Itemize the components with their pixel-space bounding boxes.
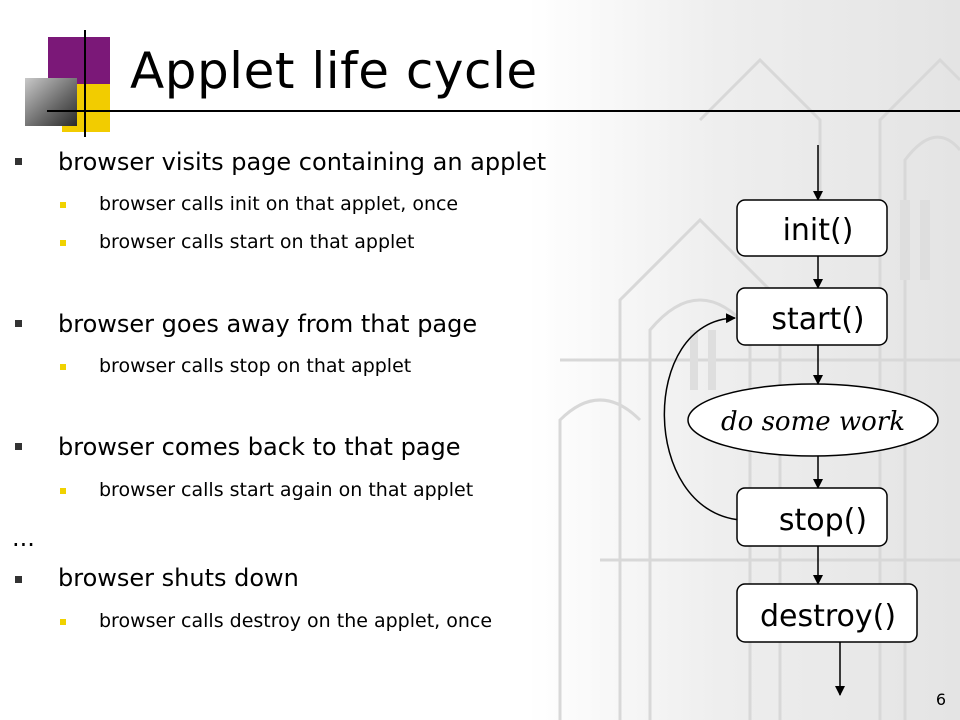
sub-bullet-marker xyxy=(60,202,66,208)
sub-bullet-marker xyxy=(60,488,66,494)
start-box xyxy=(736,287,888,346)
bullet-marker xyxy=(15,320,22,327)
bullet-1-sub-2: browser calls start on that applet xyxy=(99,231,415,253)
init-box xyxy=(736,199,888,257)
bullet-2: browser goes away from that page xyxy=(58,310,478,338)
loop-arrow-stop-to-start xyxy=(663,313,741,521)
destroy-box xyxy=(736,583,918,643)
sub-bullet-marker xyxy=(60,240,66,246)
stop-box xyxy=(736,487,888,547)
bullet-4: browser shuts down xyxy=(58,564,299,592)
slide-title: Applet life cycle xyxy=(130,42,538,100)
bullet-marker xyxy=(15,576,22,583)
start-label: start() xyxy=(771,302,864,337)
bullet-3-sub-1: browser calls start again on that applet xyxy=(99,479,474,501)
init-label: init() xyxy=(783,213,854,248)
bullet-1: browser visits page containing an applet xyxy=(58,148,547,176)
title-underline xyxy=(100,110,960,112)
bullet-marker xyxy=(15,443,22,450)
stop-label: stop() xyxy=(779,503,867,538)
ellipsis: ... xyxy=(12,524,35,552)
work-label: do some work xyxy=(721,407,905,437)
logo-gray-square xyxy=(25,78,77,126)
bullet-4-sub-1: browser calls destroy on the applet, onc… xyxy=(99,610,493,632)
bullet-3: browser comes back to that page xyxy=(58,433,461,461)
bullet-1-sub-1: browser calls init on that applet, once xyxy=(99,193,459,215)
work-ellipse xyxy=(687,383,939,457)
logo-squares xyxy=(25,30,150,137)
bullet-2-sub-1: browser calls stop on that applet xyxy=(99,355,412,377)
sub-bullet-marker xyxy=(60,364,66,370)
destroy-label: destroy() xyxy=(760,599,896,634)
page-number: 6 xyxy=(935,690,946,709)
sub-bullet-marker xyxy=(60,619,66,625)
bullet-marker xyxy=(15,158,22,165)
